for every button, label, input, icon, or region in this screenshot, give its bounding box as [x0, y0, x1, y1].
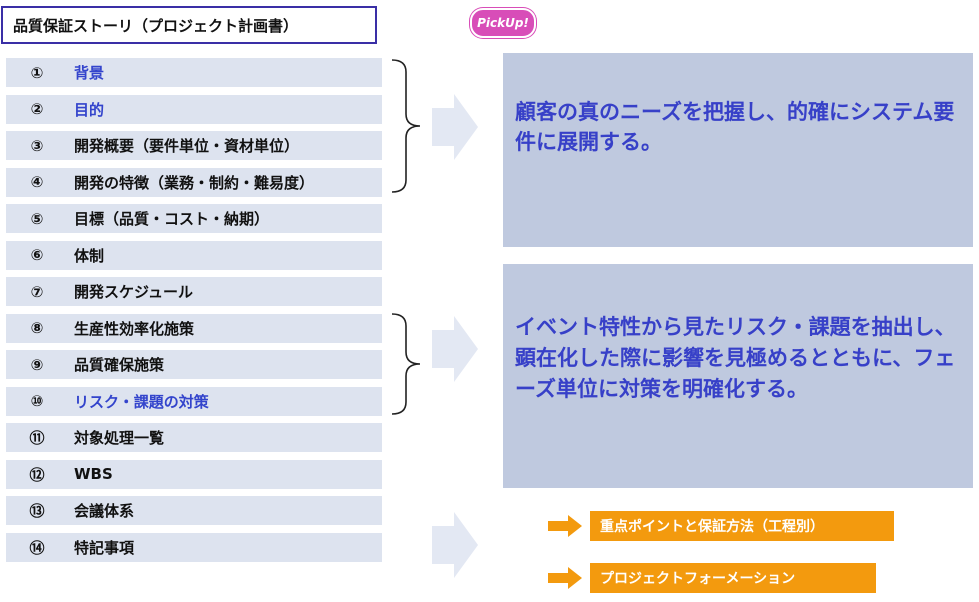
list-item: ⑬ 会議体系: [6, 496, 382, 525]
item-label: 開発概要（要件単位・資材単位）: [74, 137, 300, 155]
item-number: ⑪: [29, 429, 45, 447]
list-item: ⑧ 生産性効率化施策: [6, 313, 382, 343]
list-item: ⑦ 開発スケジュール: [6, 277, 382, 306]
item-number: ⑭: [29, 538, 45, 557]
summary-panel-requirements: 顧客の真のニーズを把握し、的確にシステム要件に展開する。: [503, 53, 973, 247]
item-label: 体制: [74, 246, 105, 265]
item-label: 会議体系: [74, 502, 135, 520]
chevron-arrow-icon: [432, 94, 478, 160]
page-title: 品質保証ストーリ（プロジェクト計画書）: [1, 6, 377, 44]
list-item: ⑪ 対象処理一覧: [6, 423, 382, 452]
item-label: 特記事項: [74, 538, 135, 557]
item-label: 品質確保施策: [74, 356, 165, 374]
project-formation-link[interactable]: プロジェクトフォーメーション: [548, 563, 876, 593]
item-number: ④: [30, 173, 44, 191]
item-number: ③: [30, 136, 44, 155]
arrow-right-icon: [548, 567, 582, 589]
item-label: リスク・課題の対策: [74, 392, 209, 411]
item-number: ⑤: [30, 209, 44, 228]
item-number: ⑥: [30, 246, 44, 264]
list-item: ⑩ リスク・課題の対策: [6, 386, 382, 416]
item-label: 対象処理一覧: [74, 429, 165, 447]
summary-panel-risks: イベント特性から見たリスク・課題を抽出し、顕在化した際に影響を見極めるとともに、…: [503, 264, 973, 488]
list-item: ⑨ 品質確保施策: [6, 350, 382, 379]
item-label: 生産性効率化施策: [74, 319, 195, 338]
item-label: 開発スケジュール: [74, 283, 193, 301]
chevron-arrow-icon: [432, 316, 478, 382]
list-item: ② 目的: [6, 94, 382, 124]
chevron-arrow-icon: [432, 512, 478, 578]
list-item: ④ 開発の特徴（業務・制約・難易度）: [6, 167, 382, 197]
item-number: ②: [30, 100, 44, 118]
item-label: 開発の特徴（業務・制約・難易度）: [74, 173, 315, 192]
list-item: ⑤ 目標（品質・コスト・納期）: [6, 204, 382, 233]
item-number: ⑫: [29, 465, 45, 484]
item-number: ①: [30, 63, 44, 82]
list-item: ⑭ 特記事項: [6, 532, 382, 562]
item-label: 背景: [74, 64, 105, 82]
project-formation-button[interactable]: プロジェクトフォーメーション: [590, 563, 876, 593]
list-item: ⑥ 体制: [6, 240, 382, 270]
key-points-button[interactable]: 重点ポイントと保証方法（工程別）: [590, 511, 894, 541]
item-number: ⑨: [30, 355, 44, 374]
item-label: 目標（品質・コスト・納期）: [74, 210, 270, 228]
arrow-right-icon: [548, 515, 582, 537]
right-brace-top: [391, 59, 421, 193]
item-number: ⑬: [29, 502, 45, 520]
list-item: ① 背景: [6, 58, 382, 87]
item-label: 目的: [74, 100, 105, 119]
item-number: ⑧: [30, 319, 44, 337]
story-list: ① 背景 ② 目的 ③ 開発概要（要件単位・資材単位） ④ 開発の特徴（業務・制…: [6, 58, 382, 569]
list-item: ③ 開発概要（要件単位・資材単位）: [6, 131, 382, 160]
key-points-link[interactable]: 重点ポイントと保証方法（工程別）: [548, 511, 894, 541]
item-label: WBS: [74, 465, 113, 483]
item-number: ⑦: [30, 282, 44, 301]
item-number: ⑩: [30, 392, 44, 410]
pickup-badge: PickUp!: [470, 8, 536, 38]
list-item: ⑫ WBS: [6, 459, 382, 489]
right-brace-bottom: [391, 313, 421, 415]
